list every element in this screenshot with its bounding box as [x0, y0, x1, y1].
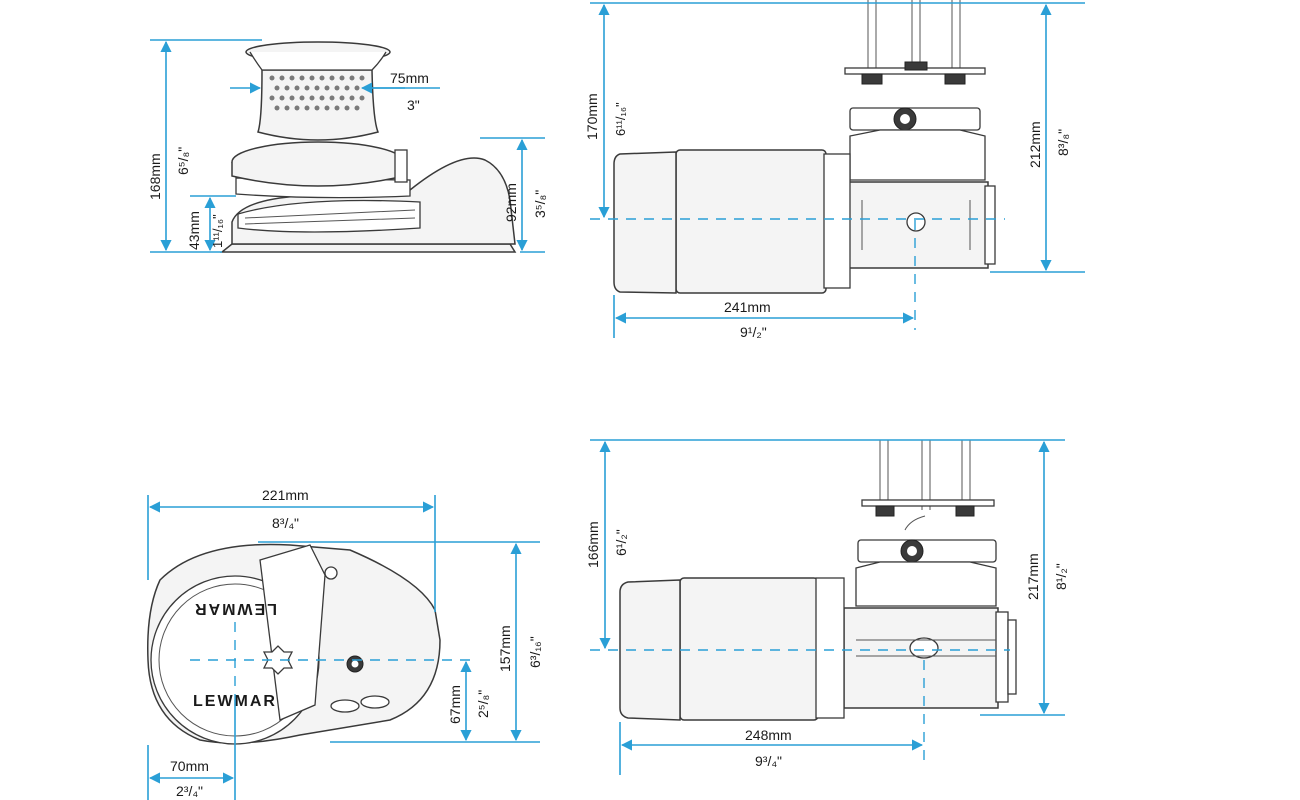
side-width-in: 3"	[407, 97, 420, 113]
windlass-side-drawing	[219, 41, 517, 253]
brand-top: LEWMAR	[193, 600, 277, 617]
side-body-in: 3⁵/₈"	[532, 190, 548, 218]
top-total-mm: 212mm	[1027, 121, 1043, 168]
below-deck-view-top: 170mm 6¹¹/₁₆" 212mm 8³/₈" 241mm 9¹/₂"	[584, 0, 1085, 340]
plan-view: LEWMAR LEWMAR 221mm 8³/₄" 157mm 6³/₁₆" 6…	[147, 487, 543, 800]
side-height-mm: 168mm	[147, 153, 163, 200]
below-deck-view-bottom: 166mm 6¹/₂" 217mm 8¹/₂" 248mm 9³/₄"	[585, 439, 1069, 775]
bottom-length-mm: 248mm	[745, 727, 792, 743]
side-base-mm: 43mm	[186, 211, 202, 250]
side-body-mm: 92mm	[503, 183, 519, 222]
bottom-depth-in: 6¹/₂"	[613, 529, 629, 556]
plan-length-in: 8³/₄"	[272, 515, 299, 531]
side-width-mm: 75mm	[390, 70, 429, 86]
drum-perforations	[269, 75, 365, 111]
plan-center-in: 2³/₄"	[176, 783, 203, 799]
top-length-in: 9¹/₂"	[740, 324, 767, 340]
bottom-total-in: 8¹/₂"	[1053, 563, 1069, 590]
top-depth-mm: 170mm	[584, 93, 600, 140]
top-depth-in: 6¹¹/₁₆"	[613, 102, 628, 136]
side-height-in: 6⁵/₈"	[175, 147, 191, 175]
motor-gearbox-drawing-top	[613, 0, 996, 294]
motor-gearbox-drawing-bottom	[619, 440, 1017, 721]
plan-center-mm: 70mm	[170, 758, 209, 774]
plan-length-mm: 221mm	[262, 487, 309, 503]
windlass-plan-drawing: LEWMAR LEWMAR	[147, 543, 441, 745]
bottom-total-mm: 217mm	[1025, 553, 1041, 600]
bottom-depth-mm: 166mm	[585, 521, 601, 568]
side-base-in: 1¹¹/₁₆"	[210, 214, 225, 248]
plan-offset-in: 2⁵/₈"	[475, 690, 491, 718]
plan-width-in: 6³/₁₆"	[527, 636, 543, 668]
plan-width-mm: 157mm	[497, 625, 513, 672]
plan-offset-mm: 67mm	[447, 685, 463, 724]
brand-bottom: LEWMAR	[193, 693, 277, 710]
side-view: 168mm 6⁵/₈" 43mm 1¹¹/₁₆" 75mm 3" 92mm 3⁵…	[147, 39, 548, 253]
top-length-mm: 241mm	[724, 299, 771, 315]
bottom-length-in: 9³/₄"	[755, 753, 782, 769]
top-total-in: 8³/₈"	[1055, 129, 1071, 156]
